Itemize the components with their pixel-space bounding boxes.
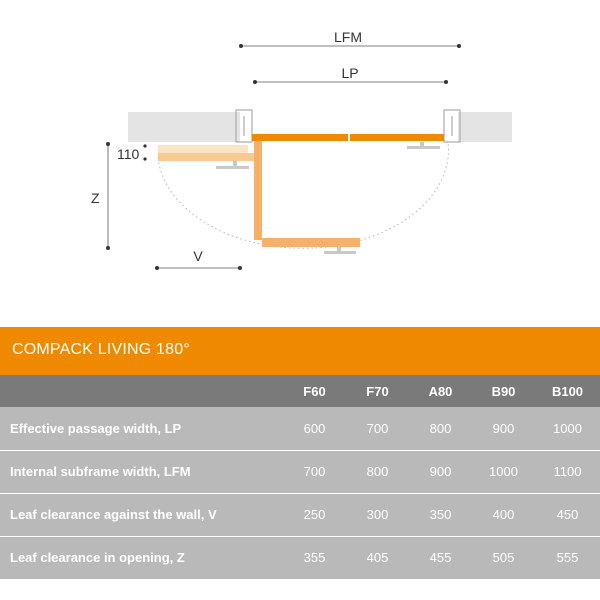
dimension-lp-label: LP [341,65,358,81]
wall-right [458,112,512,142]
table-header-row: F60 F70 A80 B90 B100 [0,375,600,407]
handle-wall [216,161,249,169]
column-header: F70 [366,383,389,399]
door-leaf-closed-right [350,134,444,141]
dimension-v-line [155,266,242,270]
table-cell: 700 [366,420,389,436]
door-leaf-open-vertical [254,141,262,240]
row-label: Leaf clearance in opening, Z [0,535,283,579]
column-header: A80 [428,383,453,399]
row-label: Leaf clearance against the wall, V [0,492,283,536]
table-cell: 555 [535,535,600,579]
table-row: Leaf clearance against the wall, V 250 3… [0,492,600,536]
table-cell: 800 [346,449,409,493]
dimension-lfm-line [239,44,461,48]
spec-table: F60 F70 A80 B90 B100 Effective passage w… [0,375,600,579]
table-cell: 455 [409,535,472,579]
handle-open [324,247,356,254]
door-opening-diagram: LFM LP 110 Z V [91,29,512,270]
door-leaf-closed-left [252,134,348,141]
table-cell: 600 [303,420,326,436]
column-header [0,375,283,407]
table-cell: 900 [409,449,472,493]
wall-left [128,112,240,142]
table-cell: 300 [346,492,409,536]
column-header: B90 [491,383,516,399]
dimension-lp-line [253,80,448,84]
dimension-110-label: 110 [117,146,140,162]
table-cell: 355 [283,535,346,579]
door-leaf-open-horizontal [262,238,360,247]
table-cell: 505 [472,535,535,579]
table-cell: 1000 [553,420,582,436]
table-cell: 1100 [535,449,600,493]
frame-jamb-left [235,109,253,143]
door-leaf-open-pale-2 [158,153,258,161]
column-header: B100 [551,383,584,399]
table-cell: 800 [429,420,452,436]
frame-jamb-right [443,109,461,143]
table-cell: 350 [409,492,472,536]
door-leaf-open-pale-1 [158,145,248,153]
column-header: F60 [303,383,326,399]
dimension-z-line [106,142,147,250]
table-cell: 450 [535,492,600,536]
table-cell: 900 [492,420,515,436]
dimension-v-label: V [193,248,203,264]
table-cell: 1000 [472,449,535,493]
title-bar: COMPACK LIVING 180° [0,327,600,375]
dimension-z-label: Z [91,190,100,206]
table-cell: 405 [346,535,409,579]
table-cell: 700 [283,449,346,493]
swing-arc [157,141,449,249]
dimension-lfm-label: LFM [334,29,362,45]
table-cell: 400 [472,492,535,536]
row-label: Internal subframe width, LFM [0,449,283,493]
handle-closed [407,142,440,149]
table-cell: 250 [283,492,346,536]
row-label: Effective passage width, LP [10,420,182,436]
table-row: Effective passage width, LP 600 700 800 … [0,407,600,450]
table-row: Internal subframe width, LFM 700 800 900… [0,449,600,493]
product-title: COMPACK LIVING 180° [12,341,190,358]
table-row: Leaf clearance in opening, Z 355 405 455… [0,535,600,579]
